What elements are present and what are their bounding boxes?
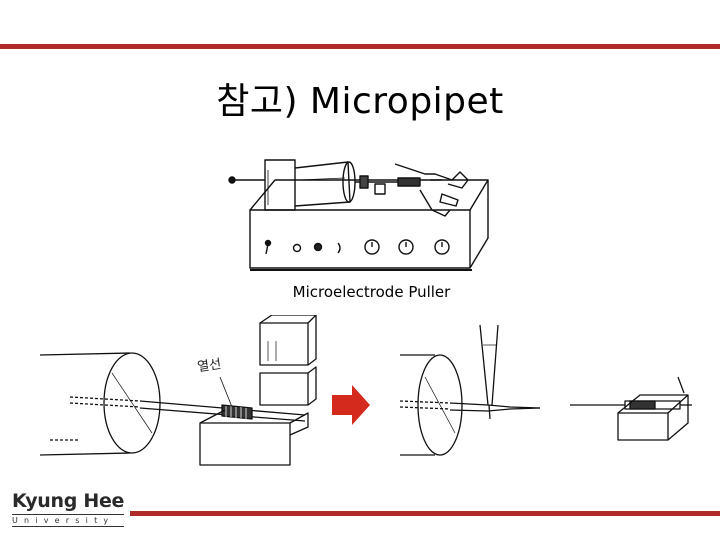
puller-illustration: [228, 159, 489, 271]
right-arrow-icon: [332, 385, 370, 425]
top-divider: [0, 44, 720, 49]
figure-caption: Microelectrode Puller: [292, 283, 451, 301]
filament-label: 열선: [196, 357, 222, 375]
slide-title: 참고) Micropipet: [216, 81, 504, 122]
logo-name: Kyung Hee: [12, 490, 125, 512]
logo-subtitle: University: [12, 514, 124, 527]
bottom-divider: [130, 511, 720, 516]
university-logo: Kyung Hee University: [12, 490, 127, 530]
pulling-process-illustration: 열선: [40, 315, 692, 466]
